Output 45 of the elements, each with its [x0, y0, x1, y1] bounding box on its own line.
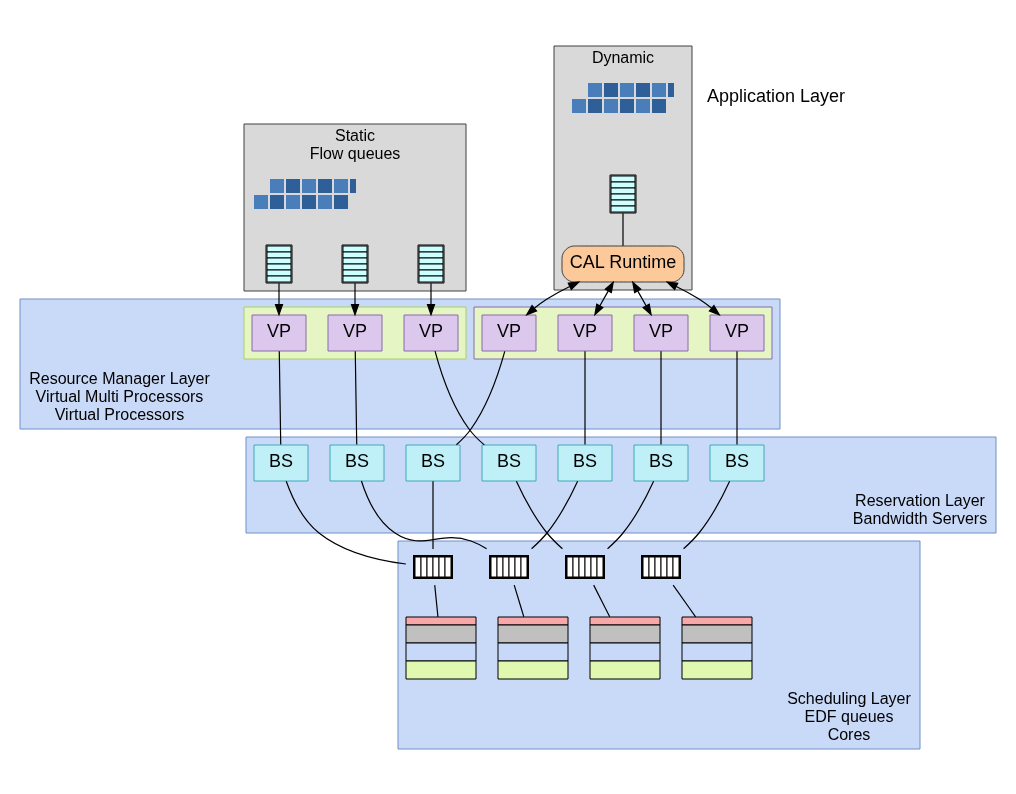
connector — [360, 479, 488, 549]
connector — [515, 480, 564, 549]
connector — [455, 350, 506, 445]
node-box: VP — [481, 314, 537, 351]
arrow — [426, 282, 436, 316]
connector — [513, 584, 525, 617]
arrow — [350, 282, 360, 316]
connector — [584, 350, 586, 445]
connector — [278, 350, 282, 445]
connector — [682, 480, 731, 549]
connector — [434, 349, 485, 445]
cluster: Static Flow queues — [243, 123, 467, 291]
node-box: VP — [633, 314, 689, 351]
node-box: VP — [709, 314, 765, 351]
arrow — [525, 280, 581, 316]
connector — [285, 480, 407, 565]
node-box: BS — [405, 444, 461, 481]
node-box: BS — [329, 444, 385, 481]
arrow — [665, 280, 721, 316]
connector — [660, 350, 662, 445]
connector — [530, 480, 579, 549]
cluster — [243, 306, 467, 359]
arrow — [631, 280, 652, 316]
node-box: VP — [327, 314, 383, 351]
node-box: BS — [557, 444, 613, 481]
node-box: VP — [403, 314, 459, 351]
connector — [434, 584, 439, 617]
node-box: BS — [709, 444, 765, 481]
arrow — [594, 280, 615, 316]
connector — [736, 350, 738, 445]
arrow — [274, 282, 284, 316]
node-box: CAL Runtime — [561, 245, 685, 282]
node-box: VP — [557, 314, 613, 351]
node-box: BS — [253, 444, 309, 481]
label: Application Layer — [706, 85, 846, 106]
cluster: Scheduling Layer EDF queues Cores — [397, 540, 921, 749]
node-box: BS — [633, 444, 689, 481]
connector — [432, 480, 434, 550]
node-box: VP — [251, 314, 307, 351]
connector — [672, 584, 697, 617]
connector — [354, 350, 358, 445]
connector — [593, 584, 611, 617]
connector — [606, 480, 655, 549]
node-box: BS — [481, 444, 537, 481]
connector — [622, 212, 624, 246]
